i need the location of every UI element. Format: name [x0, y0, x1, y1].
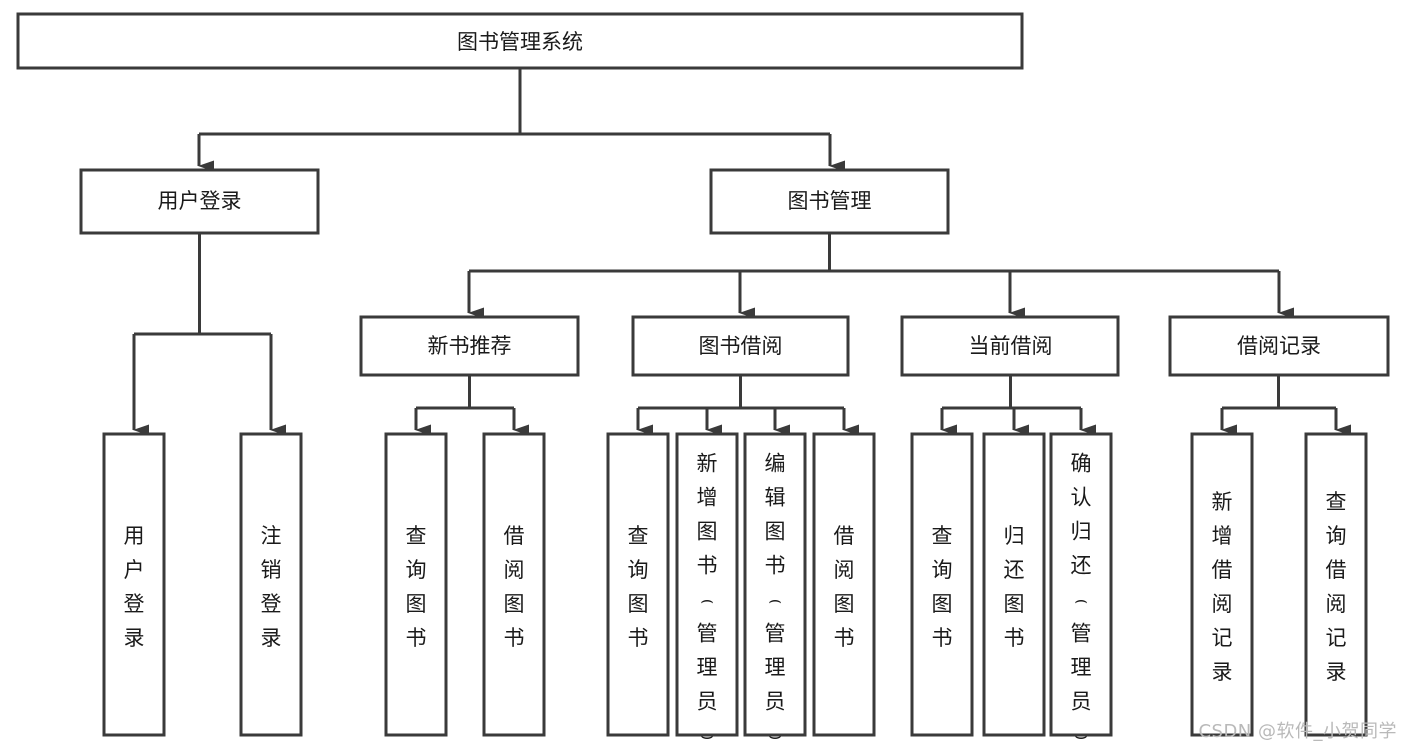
node-book-borrow[interactable]: 图书借阅: [631, 315, 850, 377]
node-leaf-query-book-cur-box[interactable]: [910, 432, 974, 737]
node-leaf-query-book-rec-box[interactable]: [384, 432, 448, 737]
node-borrow-record[interactable]: 借阅记录: [1168, 315, 1390, 377]
node-leaf-add-borrow-record-label: 新增借阅记录: [1212, 490, 1233, 684]
node-leaf-confirm-return-admin-label: 确认归还⌢管理员⌣: [1071, 452, 1092, 747]
connector-lines: [132, 68, 1351, 436]
node-leaf-user-logout-box[interactable]: [239, 432, 303, 737]
node-new-book-recommend-label: 新书推荐: [428, 334, 512, 358]
node-leaf-user-login[interactable]: 用户登录: [102, 432, 166, 737]
node-leaf-add-book-admin-label: 新增图书⌢管理员⌣: [697, 452, 718, 747]
node-leaf-user-login-box[interactable]: [102, 432, 166, 737]
node-current-borrow-label: 当前借阅: [969, 334, 1053, 358]
node-book-management[interactable]: 图书管理: [709, 168, 950, 235]
node-book-borrow-label: 图书借阅: [699, 334, 783, 358]
node-leaf-query-book-cur-label: 查询图书: [932, 524, 953, 650]
node-leaf-add-book-admin[interactable]: 新增图书⌢管理员⌣: [675, 432, 739, 747]
node-leaf-borrow-book-rec-box[interactable]: [482, 432, 546, 737]
node-leaf-return-book-label: 归还图书: [1004, 524, 1025, 650]
node-leaf-user-logout-label: 注销登录: [261, 524, 282, 650]
node-root-box[interactable]: [16, 12, 1024, 70]
node-book-borrow-box[interactable]: [631, 315, 850, 377]
node-borrow-record-label: 借阅记录: [1237, 334, 1321, 358]
node-leaf-return-book-box[interactable]: [982, 432, 1046, 737]
node-leaf-confirm-return-admin[interactable]: 确认归还⌢管理员⌣: [1049, 432, 1113, 747]
node-leaf-add-book-admin-box[interactable]: [675, 432, 739, 737]
node-leaf-borrow-book[interactable]: 借阅图书: [812, 432, 876, 737]
node-leaf-return-book[interactable]: 归还图书: [982, 432, 1046, 737]
node-leaf-edit-book-admin-label: 编辑图书⌢管理员⌣: [765, 452, 786, 747]
node-leaf-query-book-rec[interactable]: 查询图书: [384, 432, 448, 737]
node-user-login-box[interactable]: [79, 168, 320, 235]
node-borrow-record-box[interactable]: [1168, 315, 1390, 377]
node-leaf-query-book-cur[interactable]: 查询图书: [910, 432, 974, 737]
node-leaf-confirm-return-admin-box[interactable]: [1049, 432, 1113, 737]
node-leaf-add-borrow-record-box[interactable]: [1190, 432, 1254, 737]
node-leaf-add-borrow-record[interactable]: 新增借阅记录: [1190, 432, 1254, 737]
node-leaf-edit-book-admin-box[interactable]: [743, 432, 807, 737]
node-leaf-query-borrow-record-label: 查询借阅记录: [1326, 490, 1347, 684]
node-book-management-box[interactable]: [709, 168, 950, 235]
node-book-management-label: 图书管理: [788, 189, 872, 213]
node-leaf-borrow-book-rec-label: 借阅图书: [504, 524, 525, 650]
node-leaf-user-logout[interactable]: 注销登录: [239, 432, 303, 737]
node-leaf-query-borrow-record-box[interactable]: [1304, 432, 1368, 737]
node-leaf-borrow-book-label: 借阅图书: [834, 524, 855, 650]
leaf-node-layer: 用户登录 注销登录 查询图书 借阅图书 查询图书 新增图书⌢管理员⌣ 编辑图书⌢管理员⌣ 借阅…: [102, 432, 1368, 747]
node-current-borrow[interactable]: 当前借阅: [900, 315, 1120, 377]
node-leaf-user-login-label: 用户登录: [124, 524, 145, 650]
node-root[interactable]: 图书管理系统: [16, 12, 1024, 70]
node-leaf-query-borrow-record[interactable]: 查询借阅记录: [1304, 432, 1368, 737]
node-user-login-label: 用户登录: [158, 189, 242, 213]
node-leaf-query-book-borrow-label: 查询图书: [628, 524, 649, 650]
node-root-label: 图书管理系统: [457, 30, 583, 54]
node-new-book-recommend[interactable]: 新书推荐: [359, 315, 580, 377]
node-leaf-borrow-book-box[interactable]: [812, 432, 876, 737]
node-leaf-borrow-book-rec[interactable]: 借阅图书: [482, 432, 546, 737]
node-leaf-query-book-rec-label: 查询图书: [406, 524, 427, 650]
node-new-book-recommend-box[interactable]: [359, 315, 580, 377]
node-leaf-query-book-borrow[interactable]: 查询图书: [606, 432, 670, 737]
node-current-borrow-box[interactable]: [900, 315, 1120, 377]
node-user-login[interactable]: 用户登录: [79, 168, 320, 235]
node-leaf-query-book-borrow-box[interactable]: [606, 432, 670, 737]
node-leaf-edit-book-admin[interactable]: 编辑图书⌢管理员⌣: [743, 432, 807, 747]
